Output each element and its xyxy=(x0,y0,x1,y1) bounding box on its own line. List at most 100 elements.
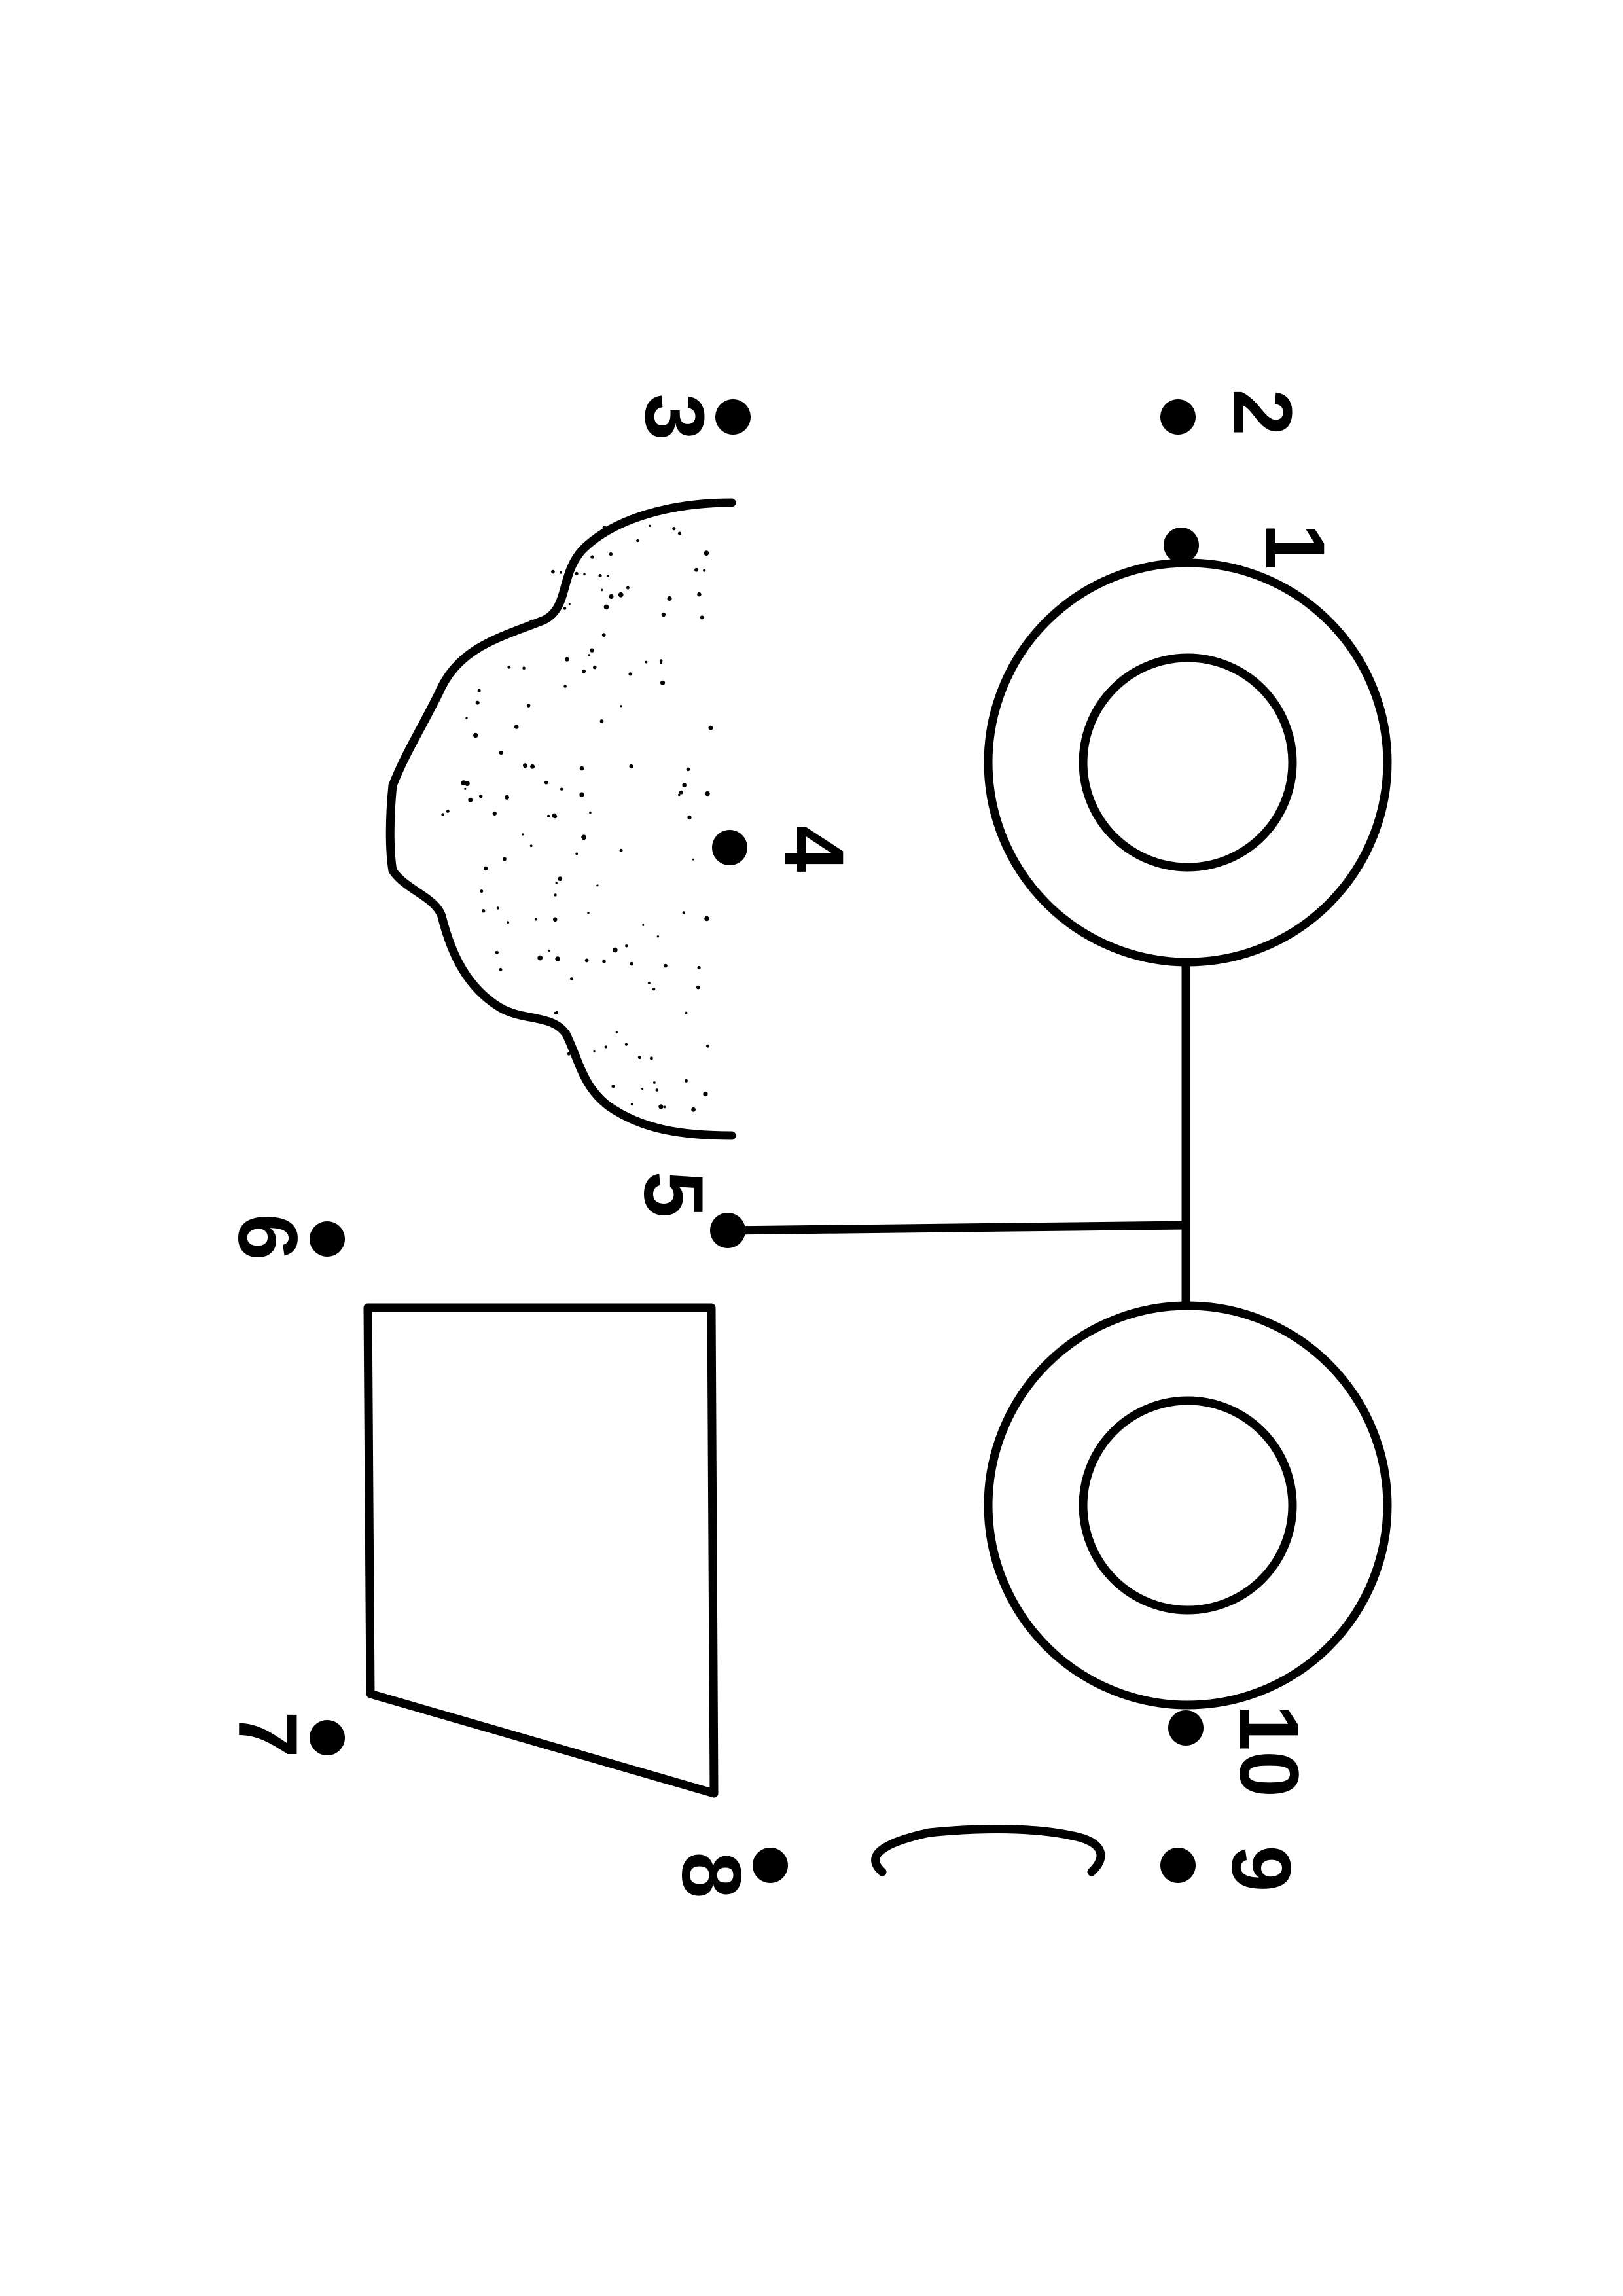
stipple-speck xyxy=(652,988,656,991)
stipple-speck xyxy=(624,1043,628,1046)
stipple-speck xyxy=(499,967,503,971)
stipple-speck xyxy=(547,814,550,817)
stipple-speck xyxy=(661,612,666,617)
stipple-speck xyxy=(682,911,685,914)
stipple-speck xyxy=(629,764,633,769)
stipple-speck xyxy=(441,813,444,816)
trapezoid-shape xyxy=(363,1303,719,1798)
stipple-speck xyxy=(492,811,497,816)
stipple-speck xyxy=(658,1104,664,1109)
stipple-speck xyxy=(708,725,713,730)
stipple-speck xyxy=(473,732,478,738)
stipple-speck xyxy=(687,815,692,820)
stipple-speck xyxy=(581,834,586,840)
stipple-speck xyxy=(679,790,683,795)
small-arc-shape xyxy=(871,1825,1105,1876)
stipple-speck xyxy=(609,594,614,600)
numbered-dots xyxy=(310,399,1204,1883)
stipple-speck xyxy=(590,648,594,653)
stipple-speck xyxy=(554,893,557,897)
stipple-speck xyxy=(645,660,648,664)
stipple-speck xyxy=(553,814,558,819)
stipple-speck xyxy=(630,961,634,966)
label-3: 3 xyxy=(628,393,721,440)
stipple-speck xyxy=(667,596,672,601)
stipple-speck xyxy=(496,906,500,910)
stipple-speck xyxy=(588,654,590,656)
stipple-speck xyxy=(499,751,503,755)
stipple-speck xyxy=(579,766,584,771)
label-7: 7 xyxy=(221,1711,314,1757)
stipple-speck xyxy=(618,592,624,598)
stipple-speck xyxy=(705,791,710,797)
stipple-speck xyxy=(534,918,537,921)
stipple-speck xyxy=(502,857,507,861)
stipple-speck xyxy=(575,571,579,576)
stipple-speck xyxy=(529,619,534,625)
label-1: 1 xyxy=(1248,523,1342,569)
stipple-speck xyxy=(655,1088,659,1092)
stipple-speck xyxy=(653,1081,656,1084)
stipple-speck xyxy=(544,780,548,785)
stipple-speck xyxy=(495,950,499,954)
stipple-speck xyxy=(475,700,480,705)
stipple-speck xyxy=(483,866,488,871)
stipple-speck xyxy=(703,569,706,572)
stipple-speck xyxy=(482,909,486,913)
stipple-speck xyxy=(697,592,702,597)
stipple-speck xyxy=(563,685,567,688)
stipple-speck xyxy=(696,985,700,990)
stipple-speck xyxy=(642,924,645,926)
stipple-speck xyxy=(659,659,663,662)
top-wheel-outer-ring xyxy=(984,558,1392,967)
dot-5 xyxy=(710,1213,745,1248)
stipple-speck xyxy=(468,797,473,802)
stipple-speck xyxy=(560,571,562,574)
stipple-speck xyxy=(660,662,663,664)
stipple-speck xyxy=(607,575,609,578)
stipple-speck xyxy=(603,604,609,610)
stipple-speck xyxy=(579,792,584,797)
stipple-speck xyxy=(625,944,628,948)
dot-10 xyxy=(1168,1710,1204,1746)
stipple-speck xyxy=(589,811,592,814)
stipple-speck xyxy=(692,858,694,861)
stipple-speck xyxy=(628,672,632,676)
stipple-speck xyxy=(507,921,510,924)
stipple-speck xyxy=(560,787,563,791)
stipple-speck xyxy=(619,848,623,852)
stipple-speck xyxy=(555,1011,559,1014)
stipple-speck xyxy=(568,603,571,605)
stipple-speck xyxy=(555,882,558,884)
stipple-speck xyxy=(704,916,709,922)
cloud-shape xyxy=(385,498,736,1140)
stipple-speck xyxy=(593,1050,596,1053)
stipple-speck xyxy=(612,947,618,953)
stipple-speck xyxy=(558,876,563,882)
stipple-speck xyxy=(551,569,555,574)
stipple-speck xyxy=(609,552,613,556)
stipple-speck xyxy=(685,1011,688,1014)
stipple-speck xyxy=(636,539,639,543)
stipple-speck xyxy=(522,833,524,836)
stipple-speck xyxy=(624,522,628,526)
stipple-speck xyxy=(522,666,526,670)
stipple-speck xyxy=(647,982,651,985)
stipple-speck xyxy=(587,912,590,914)
stipple-speck xyxy=(664,963,668,968)
stipple-speck xyxy=(660,680,666,685)
stipple-speck xyxy=(649,1056,653,1060)
stipple-speck xyxy=(590,555,594,559)
stipple-speck xyxy=(446,810,450,813)
label-4: 4 xyxy=(767,825,861,872)
stipple-speck xyxy=(537,955,543,961)
stipple-speck xyxy=(630,1103,634,1106)
stipple-speck xyxy=(601,588,603,592)
stipple-speck xyxy=(656,935,660,938)
stipple-speck xyxy=(663,1105,666,1109)
dot-labels: 1 2 3 4 5 6 7 8 9 10 xyxy=(221,389,1342,1898)
horizontal-connector-line xyxy=(723,1221,1190,1235)
stipple-speck xyxy=(505,795,509,800)
stipple-speck xyxy=(461,780,467,786)
stipple-speck xyxy=(584,958,589,963)
